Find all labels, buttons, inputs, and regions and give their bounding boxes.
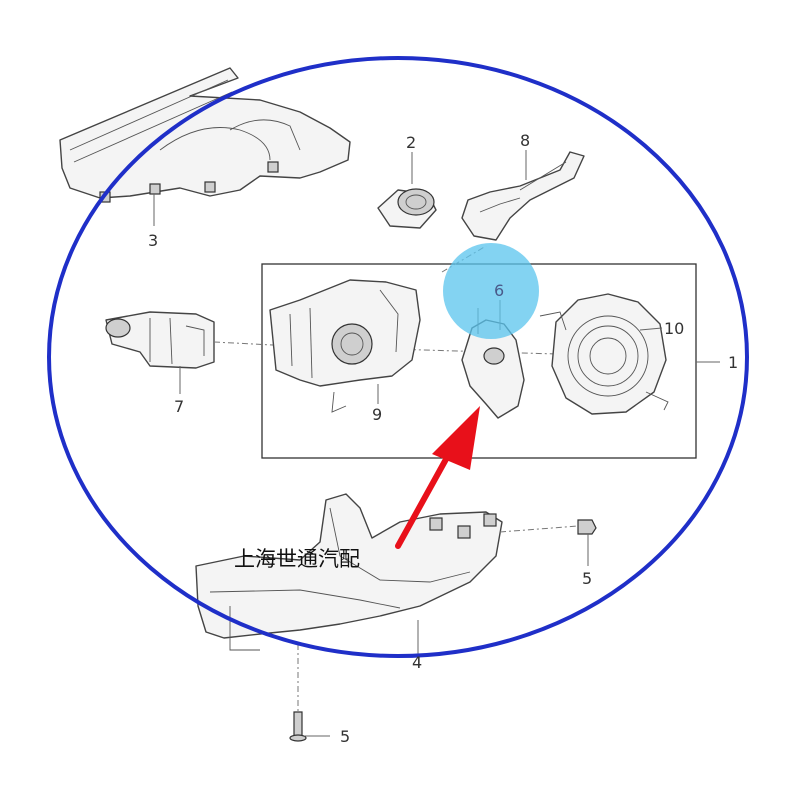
- part-5-screw-right: [499, 519, 597, 566]
- callout-5-right: 5: [582, 569, 592, 588]
- part-3-upper-shroud: [59, 67, 351, 226]
- callout-5-bottom: 5: [340, 727, 350, 746]
- callout-4: 4: [412, 653, 422, 672]
- callout-1: 1: [728, 353, 738, 372]
- callout-6: 6: [494, 281, 504, 300]
- watermark-text: 上海世通汽配: [234, 547, 360, 571]
- callout-9: 9: [372, 405, 382, 424]
- highlight-circle-part-6: [443, 243, 539, 339]
- highlight-ellipse: [47, 56, 749, 658]
- red-arrow: [395, 406, 480, 549]
- part-7-turn-signal-lever: [105, 311, 215, 394]
- part-8-wiper-lever: [461, 150, 585, 241]
- callout-8: 8: [520, 131, 530, 150]
- callout-10: 10: [664, 319, 684, 338]
- part-2-ignition-switch: [377, 152, 437, 229]
- part-10-clock-spring: [539, 293, 669, 415]
- part-9-switch-housing: [269, 279, 421, 413]
- callout-3: 3: [148, 231, 158, 250]
- part-6-retainer-bracket: [461, 300, 525, 419]
- callout-7: 7: [174, 397, 184, 416]
- part-5-screw-bottom: [289, 644, 330, 742]
- callout-2: 2: [406, 133, 416, 152]
- part-4-lower-shroud: [195, 493, 503, 654]
